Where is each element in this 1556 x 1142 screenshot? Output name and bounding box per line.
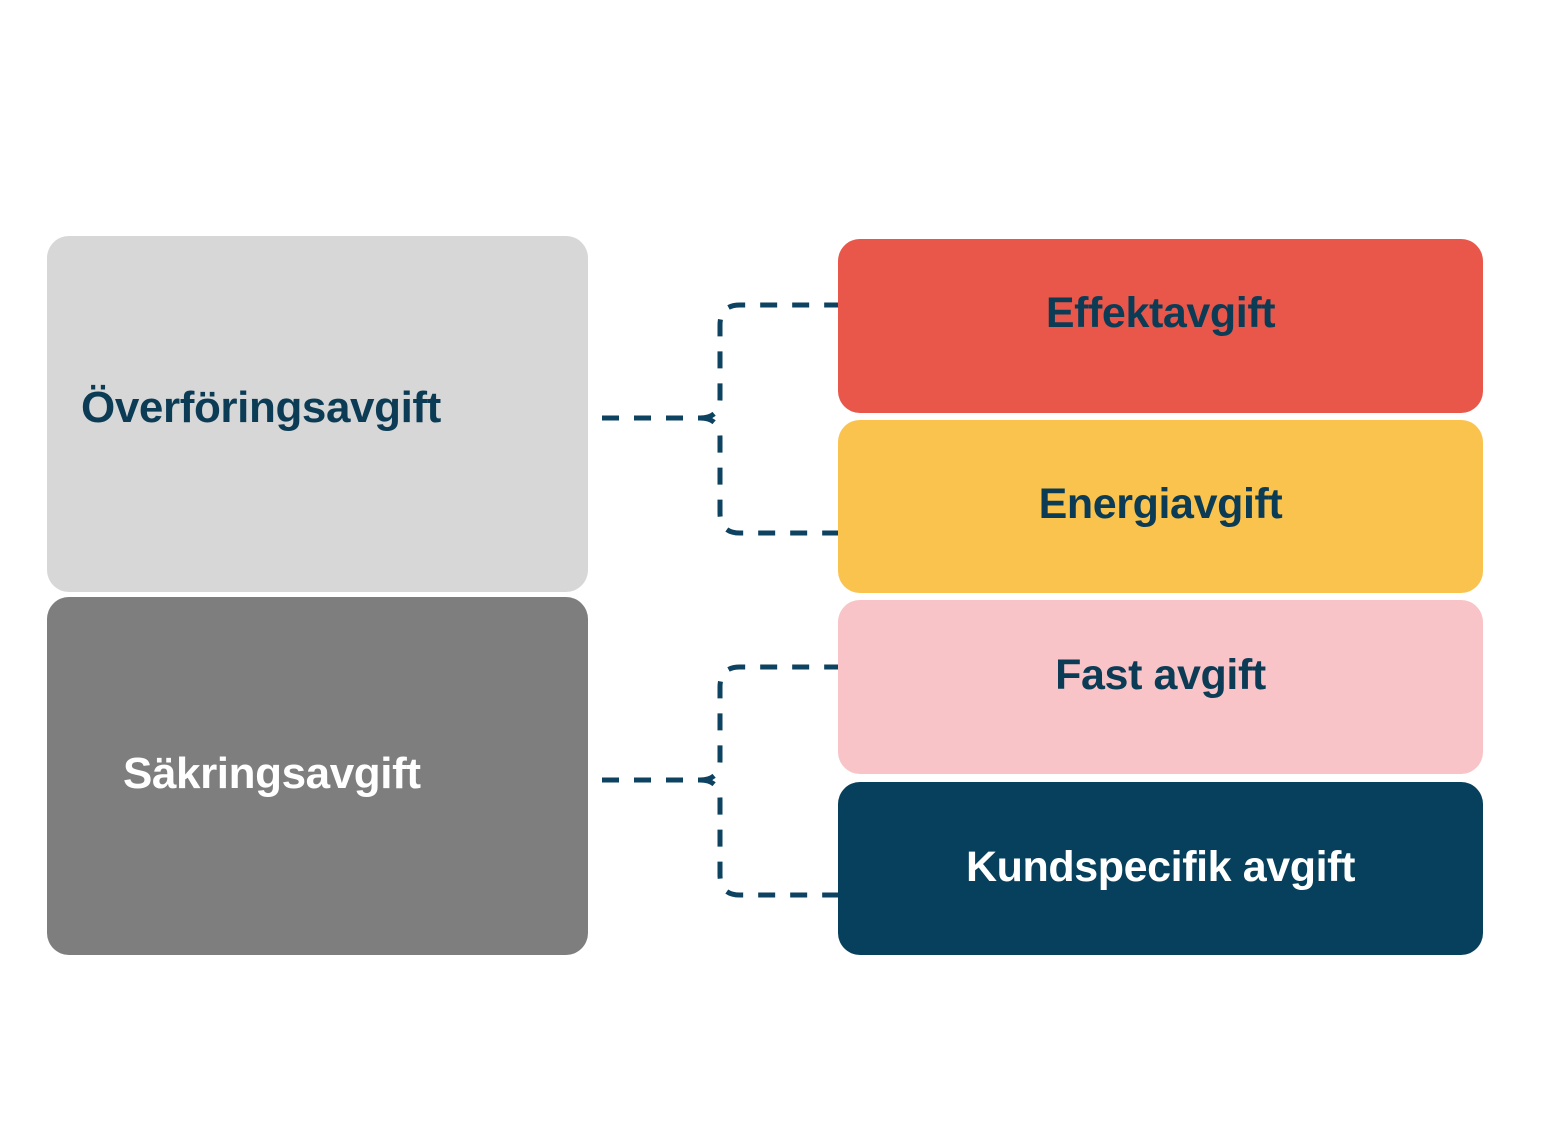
connector-overforingsavgift-to-energiavgift <box>602 415 838 536</box>
node-fast-avgift[interactable]: Fast avgift <box>838 600 1483 774</box>
node-effektavgift[interactable]: Effektavgift <box>838 239 1483 413</box>
node-kundspecifik-avgift[interactable]: Kundspecifik avgift <box>838 782 1483 955</box>
node-effektavgift-label: Effektavgift <box>1045 289 1276 338</box>
node-sakringsavgift-label: Säkringsavgift <box>123 748 421 798</box>
node-overforingsavgift[interactable]: Överföringsavgift <box>47 236 588 592</box>
connector-overforingsavgift-to-effektavgift <box>602 302 838 421</box>
node-fast-avgift-label: Fast avgift <box>1055 651 1266 700</box>
node-sakringsavgift[interactable]: Säkringsavgift <box>47 597 588 955</box>
node-energiavgift-label: Energiavgift <box>1038 479 1283 528</box>
node-kundspecifik-avgift-label: Kundspecifik avgift <box>965 842 1356 891</box>
connector-sakringsavgift-to-kundspecifik-avgift <box>602 777 838 898</box>
node-energiavgift[interactable]: Energiavgift <box>838 420 1483 593</box>
node-overforingsavgift-label: Överföringsavgift <box>81 382 441 432</box>
connector-sakringsavgift-to-fast-avgift <box>602 664 838 783</box>
